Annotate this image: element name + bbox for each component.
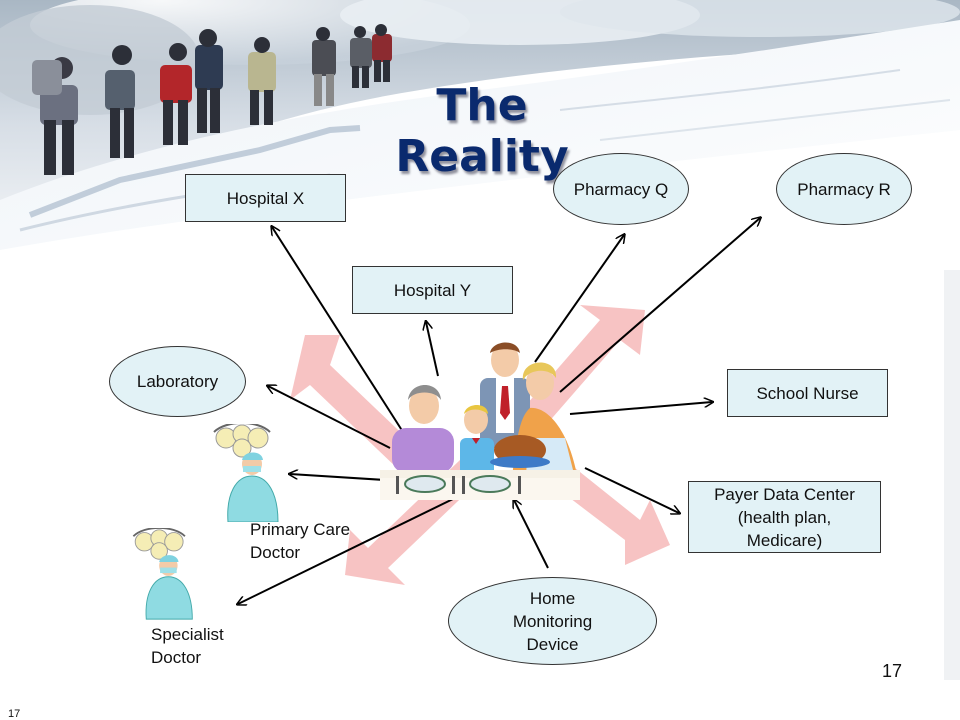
- arrow-to-pharmacy-r: [559, 218, 760, 393]
- arrow-to-laboratory: [268, 386, 391, 449]
- footer-page-number: 17: [8, 708, 21, 720]
- surgeon-doctor-icon: [132, 528, 193, 620]
- arrow-to-hospital-y: [426, 322, 439, 377]
- arrow-to-family-from-home-device: [514, 500, 549, 569]
- surgeon-doctor-icon: [213, 424, 279, 522]
- node-pharmacy-q: Pharmacy Q: [553, 153, 689, 225]
- node-pharmacy-r: Pharmacy R: [776, 153, 912, 225]
- family-dinner-icon: [380, 342, 580, 500]
- slide-title: The Reality: [395, 80, 569, 182]
- arrow-to-hospital-x: [272, 227, 404, 433]
- arrow-to-payer-data-center: [584, 467, 679, 513]
- label-primary-care-doctor: Primary Care Doctor: [250, 520, 351, 562]
- arrow-to-primary-care-doctor: [290, 474, 386, 481]
- node-hospital-y: Hospital Y: [352, 266, 513, 314]
- node-hospital-x: Hospital X: [185, 174, 346, 222]
- node-laboratory: Laboratory: [109, 346, 246, 417]
- node-home-monitoring-device: Home Monitoring Device: [448, 577, 657, 665]
- arrow-to-specialist-doctor: [238, 497, 456, 604]
- label-specialist-doctor: Specialist Doctor: [151, 625, 224, 667]
- node-payer-data-center: Payer Data Center (health plan, Medicare…: [688, 481, 881, 553]
- node-school-nurse: School Nurse: [727, 369, 888, 417]
- page-number: 17: [882, 661, 903, 681]
- arrow-to-pharmacy-q: [534, 235, 624, 363]
- arrow-to-school-nurse: [569, 402, 712, 415]
